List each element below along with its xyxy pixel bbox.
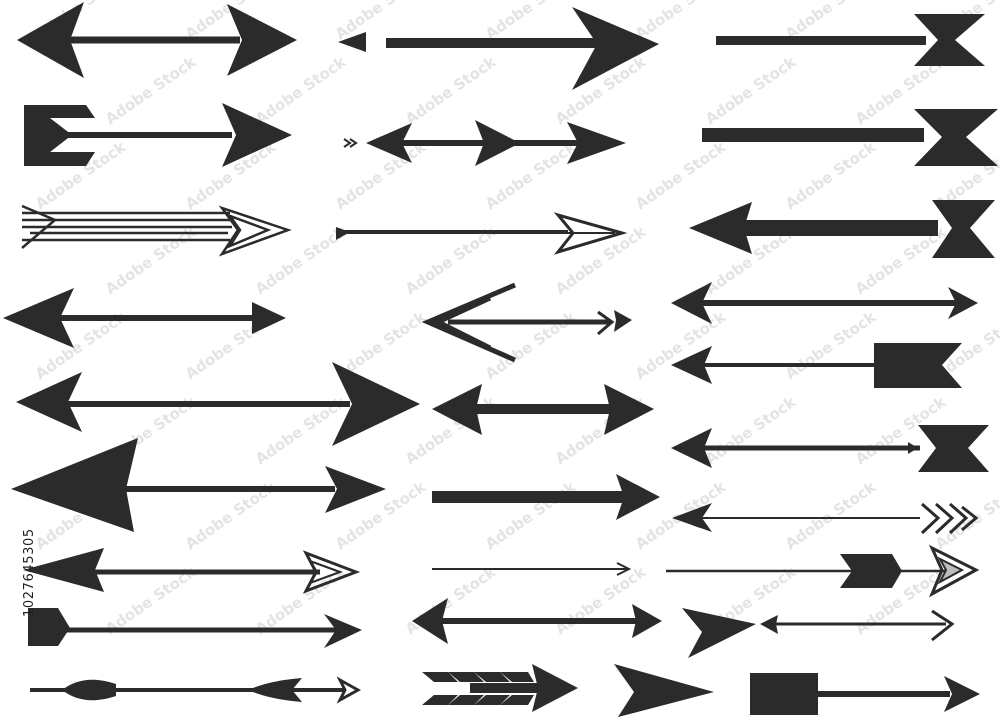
block-tail-arrow bbox=[750, 673, 980, 715]
watermark-text: Adobe Stock bbox=[332, 0, 430, 43]
double-headed-arrow bbox=[432, 384, 654, 435]
watermark-text: Adobe Stock bbox=[482, 0, 580, 43]
watermark-text: Adobe Stock bbox=[782, 307, 880, 383]
left-arrow-fletched bbox=[689, 200, 995, 258]
watermark-text: Adobe Stock bbox=[702, 392, 800, 468]
watermark-text: Adobe Stock bbox=[632, 307, 730, 383]
watermark-text: Adobe Stock bbox=[782, 477, 880, 553]
fletched-bar-arrow bbox=[702, 109, 998, 166]
watermark-text: Adobe Stock bbox=[482, 307, 580, 383]
feathered-right-arrow bbox=[422, 664, 578, 712]
fletched-arrow bbox=[24, 103, 292, 167]
watermark-text: Adobe Stock bbox=[102, 52, 200, 128]
stock-id-text: 1027645305 bbox=[22, 528, 37, 617]
double-headed-arrow bbox=[343, 120, 626, 166]
double-headed-arrow bbox=[412, 598, 662, 644]
thin-right-arrow bbox=[432, 562, 632, 576]
flag-tail-arrow bbox=[28, 608, 362, 648]
watermark-text: Adobe Stock bbox=[252, 222, 350, 298]
watermark-text: Adobe Stock bbox=[482, 477, 580, 553]
tribal-arrow bbox=[30, 676, 362, 704]
double-headed-arrow bbox=[16, 362, 420, 446]
left-arrow-fletched bbox=[671, 425, 989, 472]
watermark-text: Adobe Stock bbox=[632, 137, 730, 213]
right-arrow bbox=[338, 7, 659, 90]
double-headed-arrow bbox=[3, 288, 286, 348]
watermark-text: Adobe Stock bbox=[702, 52, 800, 128]
right-arrow bbox=[432, 474, 660, 520]
chevron-tail-arrow bbox=[672, 502, 979, 535]
tail-outlined-arrow bbox=[23, 548, 361, 594]
watermark-text: Adobe Stock bbox=[632, 0, 730, 43]
chevron-left-arrow bbox=[421, 282, 632, 363]
watermark-text: Adobe Stock bbox=[402, 52, 500, 128]
watermark-text: Adobe Stock bbox=[402, 562, 500, 638]
arrowhead-shape bbox=[614, 664, 714, 717]
fletched-left-arrow bbox=[716, 14, 985, 66]
outlined-head-arrow bbox=[336, 212, 628, 255]
ornate-right-arrow bbox=[666, 544, 980, 598]
watermark-text: Adobe Stock bbox=[782, 137, 880, 213]
watermark-text: Adobe Stock bbox=[252, 52, 350, 128]
double-headed-arrow bbox=[671, 282, 978, 324]
stock-id-watermark: 1027645305 bbox=[0, 0, 37, 724]
watermark-text: Adobe Stock bbox=[932, 477, 1000, 553]
large-headed-arrow bbox=[11, 438, 386, 532]
double-headed-arrow bbox=[17, 2, 297, 78]
outlined-feathered-arrow bbox=[21, 204, 292, 257]
left-arrow-flag bbox=[671, 343, 962, 388]
arrowhead-left-arrow bbox=[682, 608, 955, 658]
